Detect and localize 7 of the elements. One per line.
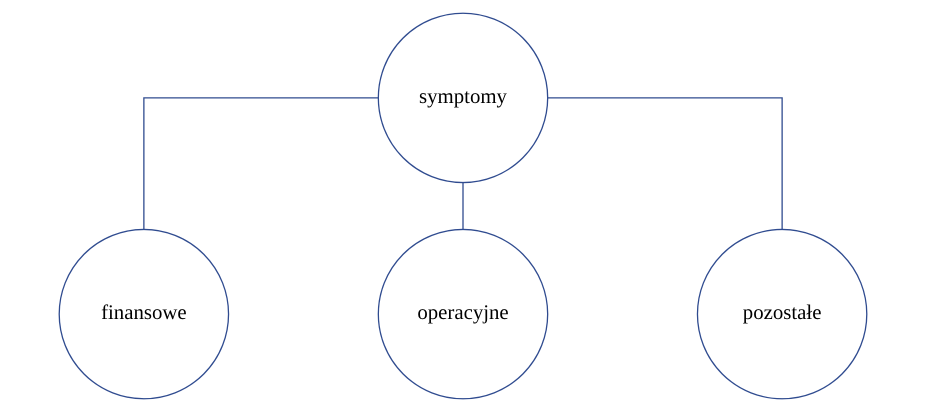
- node-circle: symptomy: [378, 12, 548, 184]
- connector: [143, 97, 378, 230]
- node-circle: finansowe: [58, 228, 230, 400]
- connector: [462, 182, 464, 230]
- node-circle: operacyjne: [378, 228, 548, 400]
- node-circle: pozostałe: [696, 228, 868, 400]
- connector: [548, 97, 783, 230]
